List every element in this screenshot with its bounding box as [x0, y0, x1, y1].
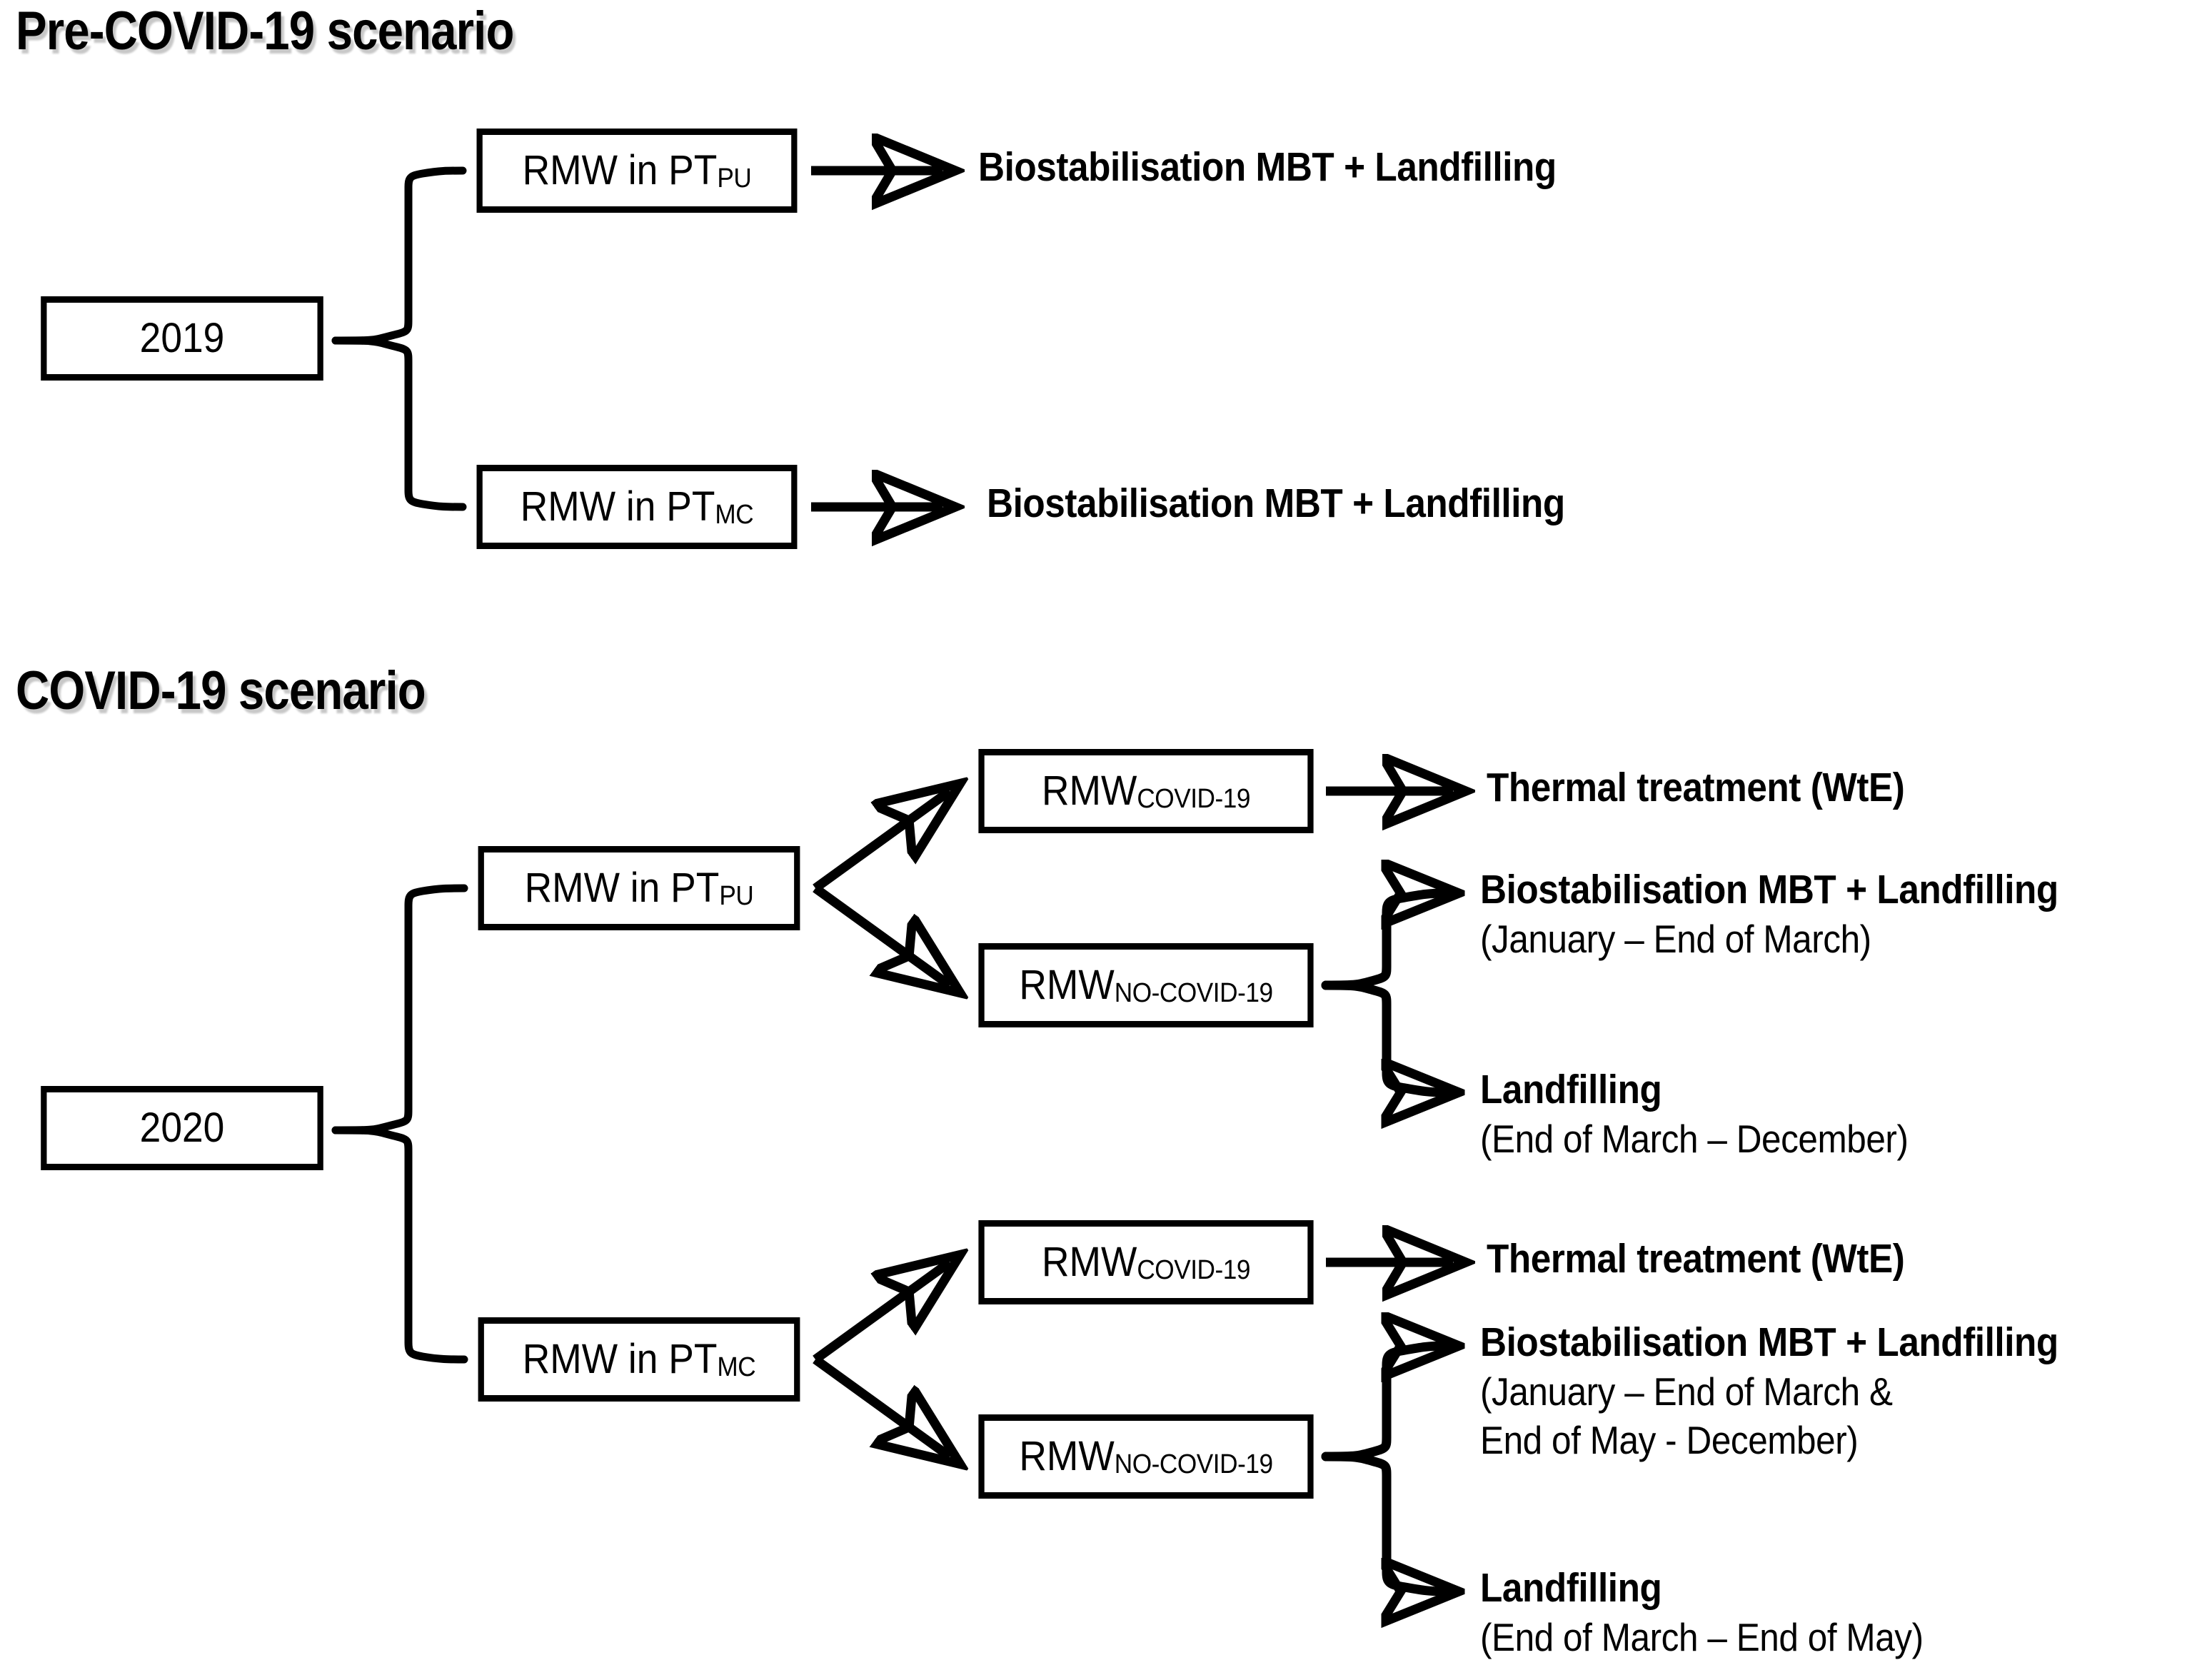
- outcome-head: Thermal treatment (WtE): [1487, 1236, 1905, 1282]
- outcome-head: Biostabilisation MBT + Landfilling: [978, 144, 1557, 190]
- outcome-precovid-pu: Biostabilisation MBT + Landfilling: [978, 147, 1621, 188]
- node-label-subscript: PU: [717, 163, 752, 194]
- node-label: RMW: [1019, 1433, 1115, 1479]
- section-title-pre-covid: Pre-COVID-19 scenario: [16, 1, 514, 61]
- node-label: RMW in PT: [522, 147, 718, 193]
- node-label-subscript: NO-COVID-19: [1114, 977, 1273, 1009]
- outcome-note: (End of March – End of May): [1480, 1615, 1924, 1659]
- arrow-pu-to-nocovid: [813, 884, 950, 985]
- outcome-pu-nocovid-landfill: Landfilling (End of March – December): [1480, 1070, 1956, 1159]
- outcome-note: (January – End of March &: [1480, 1369, 1893, 1414]
- outcome-pu-covid-thermal: Thermal treatment (WtE): [1487, 768, 1951, 808]
- node-label: RMW in PT: [522, 1336, 718, 1382]
- arrow-mc-to-covid: [813, 1262, 950, 1364]
- fork-2020: [331, 884, 468, 1364]
- outcome-head: Thermal treatment (WtE): [1487, 765, 1905, 810]
- node-label: RMW in PT: [524, 865, 720, 911]
- node-label-subscript: NO-COVID-19: [1114, 1449, 1273, 1480]
- outcome-note-2: End of May - December): [1480, 1418, 1859, 1462]
- node-label-subscript: COVID-19: [1137, 1254, 1251, 1286]
- outcome-mc-nocovid-landfill: Landfilling (End of March – End of May): [1480, 1568, 1973, 1657]
- outcome-head: Biostabilisation MBT + Landfilling: [1480, 1319, 2058, 1365]
- outcome-pu-nocovid-biostab: Biostabilisation MBT + Landfilling (Janu…: [1480, 870, 2123, 959]
- node-label-subscript: COVID-19: [1137, 783, 1251, 815]
- node-label: RMW in PT: [520, 483, 715, 530]
- node-label-subscript: MC: [717, 1352, 756, 1383]
- outcome-head: Landfilling: [1480, 1067, 1662, 1112]
- outcome-head: Biostabilisation MBT + Landfilling: [987, 481, 1565, 526]
- outcome-precovid-mc: Biostabilisation MBT + Landfilling: [987, 483, 1629, 524]
- node-label: RMW: [1041, 768, 1137, 814]
- node-year-2020[interactable]: 2020: [41, 1086, 323, 1170]
- node-year-2020-label: 2020: [139, 1105, 225, 1151]
- arrow-pu-to-covid: [813, 791, 950, 892]
- node-label-subscript: MC: [715, 499, 754, 530]
- outcome-mc-nocovid-biostab: Biostabilisation MBT + Landfilling (Janu…: [1480, 1322, 2123, 1460]
- bracket-pu-nocovid: [1321, 893, 1445, 1092]
- outcome-mc-covid-thermal: Thermal treatment (WtE): [1487, 1239, 1951, 1279]
- node-label: RMW: [1019, 962, 1115, 1008]
- outcome-note: (January – End of March): [1480, 917, 1871, 961]
- node-year-2019-label: 2019: [139, 315, 225, 361]
- bracket-mc-nocovid: [1321, 1346, 1445, 1591]
- arrow-mc-to-nocovid: [813, 1355, 950, 1457]
- outcome-note: (End of March – December): [1480, 1117, 1909, 1161]
- fork-2019: [331, 166, 467, 511]
- node-label: RMW: [1041, 1239, 1137, 1285]
- outcome-head: Landfilling: [1480, 1565, 1662, 1611]
- node-label-subscript: PU: [719, 880, 754, 912]
- section-title-covid: COVID-19 scenario: [16, 660, 426, 721]
- outcome-head: Biostabilisation MBT + Landfilling: [1480, 867, 2058, 912]
- node-year-2019[interactable]: 2019: [41, 296, 323, 381]
